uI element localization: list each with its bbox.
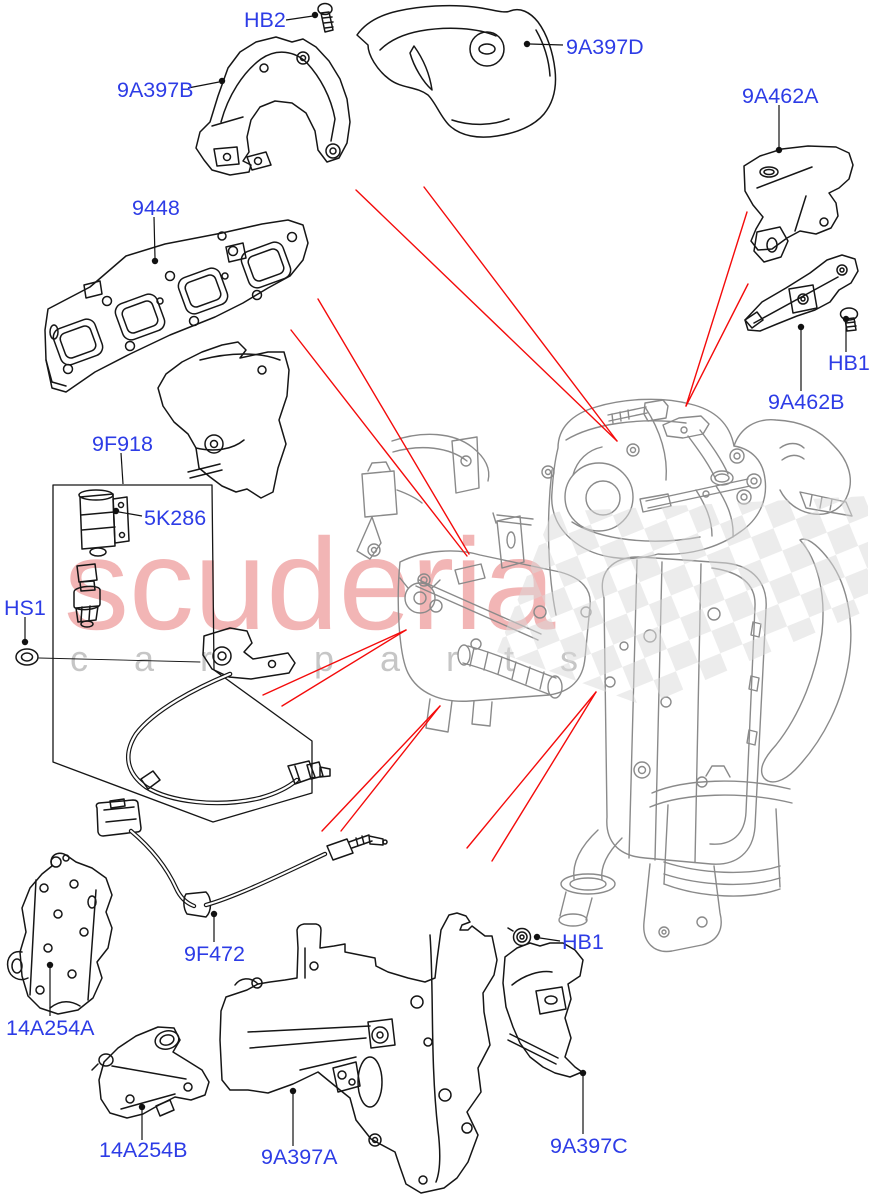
leader-lines bbox=[24, 15, 847, 1146]
leader-dot bbox=[797, 323, 805, 331]
leader-9a397d bbox=[529, 43, 564, 46]
bracket-14a254b-drawing bbox=[91, 1026, 210, 1119]
part-label-5k286[interactable]: 5K286 bbox=[144, 506, 206, 530]
leader-9448 bbox=[153, 216, 156, 259]
part-label-9a397b[interactable]: 9A397B bbox=[117, 78, 194, 102]
egt-sensor-9f472-drawing bbox=[95, 798, 388, 918]
watermark-tagline-text: car parts bbox=[70, 638, 624, 679]
checkered-flag-watermark bbox=[497, 496, 868, 706]
part-label-hb1-bottom[interactable]: HB1 bbox=[562, 930, 604, 954]
leader-5k286 bbox=[118, 511, 143, 517]
part-label-9a462b[interactable]: 9A462B bbox=[768, 390, 845, 414]
leader-dot bbox=[46, 961, 54, 969]
sensor-bracket-and-tube-drawing bbox=[126, 627, 331, 806]
indicator-line bbox=[466, 691, 597, 849]
bracket-9a462a-drawing bbox=[743, 145, 854, 263]
leader-dot bbox=[775, 146, 783, 154]
part-label-9448[interactable]: 9448 bbox=[132, 196, 180, 220]
heat-shield-9a397c-drawing bbox=[502, 942, 584, 1078]
part-label-9f918[interactable]: 9F918 bbox=[92, 432, 153, 456]
leader-dot bbox=[112, 507, 120, 515]
indicator-line bbox=[281, 629, 407, 707]
part-labels: HB2 9A397B 9A397D 9A462A 9448 HB1 9A462B… bbox=[4, 8, 870, 1169]
bracket-9a462b-drawing bbox=[744, 254, 859, 332]
leader-dot bbox=[151, 257, 159, 265]
solenoid-5k286-drawing bbox=[78, 489, 130, 557]
leader-dot bbox=[533, 933, 541, 941]
indicator-line bbox=[262, 629, 407, 696]
heat-shield-9a397a-drawing bbox=[219, 912, 498, 1194]
indicator-lines bbox=[262, 186, 749, 862]
manifold-heat-shield-drawing bbox=[157, 341, 290, 499]
leader-dot bbox=[523, 40, 531, 48]
leader-hb2 bbox=[285, 15, 314, 21]
leader-dot bbox=[289, 1087, 297, 1095]
bolt-hs1-drawing bbox=[15, 648, 201, 666]
bolt-hb1-bottom-drawing bbox=[507, 927, 532, 947]
leader-dot bbox=[311, 11, 319, 19]
leader-dot bbox=[218, 77, 226, 85]
exhaust-manifold-gasket-9448-drawing bbox=[44, 219, 309, 393]
indicator-line bbox=[685, 283, 749, 407]
sensor-plug-drawing bbox=[73, 563, 101, 628]
leader-dot bbox=[579, 1069, 587, 1077]
loose-parts bbox=[6, 2, 859, 1194]
indicator-line bbox=[685, 211, 748, 407]
indicator-line bbox=[340, 705, 441, 832]
leader-dot bbox=[210, 910, 218, 918]
part-label-hs1[interactable]: HS1 bbox=[4, 596, 46, 620]
leader-9a397b bbox=[187, 81, 220, 89]
indicator-line bbox=[491, 691, 597, 862]
heat-shield-9a397b-drawing bbox=[195, 36, 351, 176]
indicator-line bbox=[423, 186, 618, 442]
part-label-9a397a[interactable]: 9A397A bbox=[261, 1145, 338, 1169]
part-label-hb2[interactable]: HB2 bbox=[244, 8, 286, 32]
part-label-14a254b[interactable]: 14A254B bbox=[99, 1138, 187, 1162]
leader-dot bbox=[138, 1103, 146, 1111]
part-label-9a462a[interactable]: 9A462A bbox=[742, 84, 819, 108]
indicator-line bbox=[321, 705, 441, 832]
leader-dot bbox=[842, 315, 850, 323]
heat-shield-9a397d-drawing bbox=[356, 4, 557, 138]
watermark: scuderia car parts bbox=[64, 511, 624, 679]
indicator-line bbox=[317, 298, 470, 555]
bolt-hb2-drawing bbox=[317, 2, 334, 33]
leader-dot bbox=[21, 638, 29, 646]
part-label-hb1-right[interactable]: HB1 bbox=[828, 351, 870, 375]
part-label-9f472[interactable]: 9F472 bbox=[184, 942, 245, 966]
part-label-9a397c[interactable]: 9A397C bbox=[550, 1134, 628, 1158]
indicator-line bbox=[355, 189, 618, 442]
part-label-14a254a[interactable]: 14A254A bbox=[6, 1016, 95, 1040]
leader-hb1-bottom bbox=[539, 937, 561, 942]
indicator-line bbox=[290, 329, 468, 557]
part-label-9a397d[interactable]: 9A397D bbox=[566, 35, 644, 59]
bracket-14a254a-drawing bbox=[6, 852, 113, 1015]
leader-9f918 bbox=[120, 452, 124, 485]
watermark-brand-text: scuderia bbox=[64, 511, 556, 657]
leader-dots bbox=[21, 11, 850, 1111]
